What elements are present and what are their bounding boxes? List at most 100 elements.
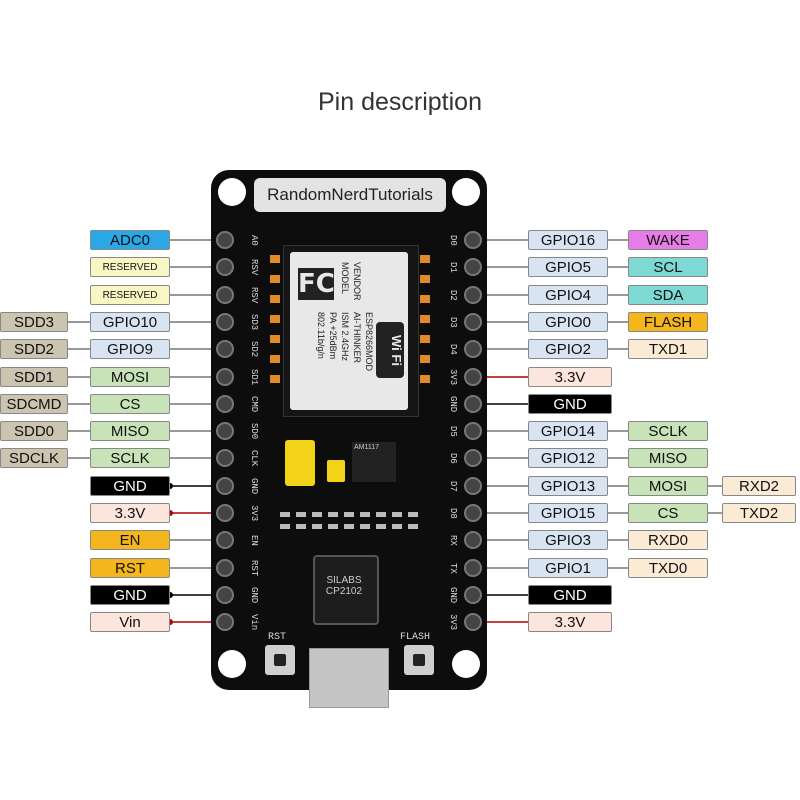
header-pin — [216, 313, 234, 331]
pin-label-sdio: SDD0 — [0, 421, 68, 441]
header-pin — [216, 340, 234, 358]
header-pin — [464, 449, 482, 467]
pin-label-uart: RXD0 — [628, 530, 708, 550]
mount-hole — [452, 650, 480, 678]
pin-label-sdio: SDCLK — [0, 448, 68, 468]
header-pin — [216, 504, 234, 522]
pin-label-gnd: GND — [90, 476, 170, 496]
module-pad — [270, 255, 280, 263]
pin-label-power: 3.3V — [90, 503, 170, 523]
module-info-text: ESP8266MOD — [364, 312, 374, 372]
header-pin — [464, 559, 482, 577]
usb-uart-chip — [313, 555, 379, 625]
pin-name: SD1 — [249, 368, 259, 386]
module-pad — [420, 275, 430, 283]
pin-label-gpio: GPIO9 — [90, 339, 170, 359]
pin-label-reserved: RESERVED — [90, 285, 170, 305]
pin-name: 3V3 — [448, 368, 458, 386]
pin-name: D2 — [448, 289, 458, 301]
pin-name: GND — [249, 477, 259, 495]
pin-label-spi: MISO — [90, 421, 170, 441]
smd-component — [360, 524, 370, 529]
pin-name: D4 — [448, 343, 458, 355]
pin-label-spi: MOSI — [90, 367, 170, 387]
pin-name: A0 — [249, 234, 259, 246]
header-pin — [464, 368, 482, 386]
pin-name: RST — [249, 559, 259, 577]
module-pad — [420, 255, 430, 263]
pin-name: RSV — [249, 258, 259, 276]
pin-label-gpio: GPIO14 — [528, 421, 608, 441]
header-pin — [216, 559, 234, 577]
pin-label-power: Vin — [90, 612, 170, 632]
pin-label-uart: TXD0 — [628, 558, 708, 578]
header-pin — [464, 395, 482, 413]
pin-label-sdio: SDCMD — [0, 394, 68, 414]
micro-usb-port[interactable] — [309, 648, 389, 708]
pin-label-gnd: GND — [528, 585, 612, 605]
pin-label-control: FLASH — [628, 312, 708, 332]
smd-component — [328, 512, 338, 517]
pin-name: EN — [249, 534, 259, 546]
pin-label-gpio: GPIO13 — [528, 476, 608, 496]
header-pin — [464, 613, 482, 631]
header-pin — [464, 531, 482, 549]
module-pad — [420, 375, 430, 383]
fc-logo: FC — [298, 268, 335, 300]
pin-name: CLK — [249, 449, 259, 467]
smd-component — [360, 512, 370, 517]
pin-label-spi: MOSI — [628, 476, 708, 496]
module-vendor-text: VENDOR — [352, 262, 362, 301]
pin-label-gnd: GND — [528, 394, 612, 414]
pin-name: D6 — [448, 452, 458, 464]
pin-label-spi: SCLK — [628, 421, 708, 441]
header-pin — [216, 449, 234, 467]
capacitor — [327, 460, 345, 482]
pin-name: GND — [448, 586, 458, 604]
module-pad — [270, 355, 280, 363]
mount-hole — [218, 178, 246, 206]
pin-label-gpio: GPIO12 — [528, 448, 608, 468]
brand-label: RandomNerdTutorials — [254, 178, 446, 212]
pin-label-uart: TXD2 — [722, 503, 796, 523]
header-pin — [216, 231, 234, 249]
pin-label-power: 3.3V — [528, 367, 612, 387]
header-pin — [216, 586, 234, 604]
pin-name: SD0 — [249, 422, 259, 440]
chip-label: SILABS CP2102 — [325, 575, 363, 597]
header-pin — [216, 477, 234, 495]
header-pin — [464, 231, 482, 249]
smd-component — [408, 524, 418, 529]
module-pad — [270, 275, 280, 283]
pin-label-gpio: GPIO10 — [90, 312, 170, 332]
pin-label-gpio: GPIO15 — [528, 503, 608, 523]
module-model-text: MODEL — [340, 262, 350, 295]
pin-name: RX — [448, 534, 458, 546]
pin-name: Vin — [249, 613, 259, 631]
pin-label-gpio: GPIO0 — [528, 312, 608, 332]
module-pad — [270, 315, 280, 323]
pin-label-gnd: GND — [90, 585, 170, 605]
pin-label-spi: CS — [90, 394, 170, 414]
pin-name: TX — [448, 562, 458, 574]
header-pin — [216, 368, 234, 386]
header-pin — [464, 313, 482, 331]
module-pad — [420, 315, 430, 323]
wifi-logo: Wi Fi — [376, 322, 404, 378]
pin-name: D5 — [448, 425, 458, 437]
header-pin — [464, 477, 482, 495]
smd-component — [376, 524, 386, 529]
smd-component — [280, 524, 290, 529]
pin-label-spi: CS — [628, 503, 708, 523]
smd-component — [296, 512, 306, 517]
module-info-text: 802.11b/g/n — [316, 312, 326, 359]
header-pin — [216, 395, 234, 413]
pin-name: D7 — [448, 480, 458, 492]
header-pin — [464, 340, 482, 358]
smd-component — [312, 524, 322, 529]
pin-name: SD3 — [249, 313, 259, 331]
header-pin — [464, 422, 482, 440]
module-pad — [420, 355, 430, 363]
header-pin — [464, 504, 482, 522]
header-pin — [216, 422, 234, 440]
